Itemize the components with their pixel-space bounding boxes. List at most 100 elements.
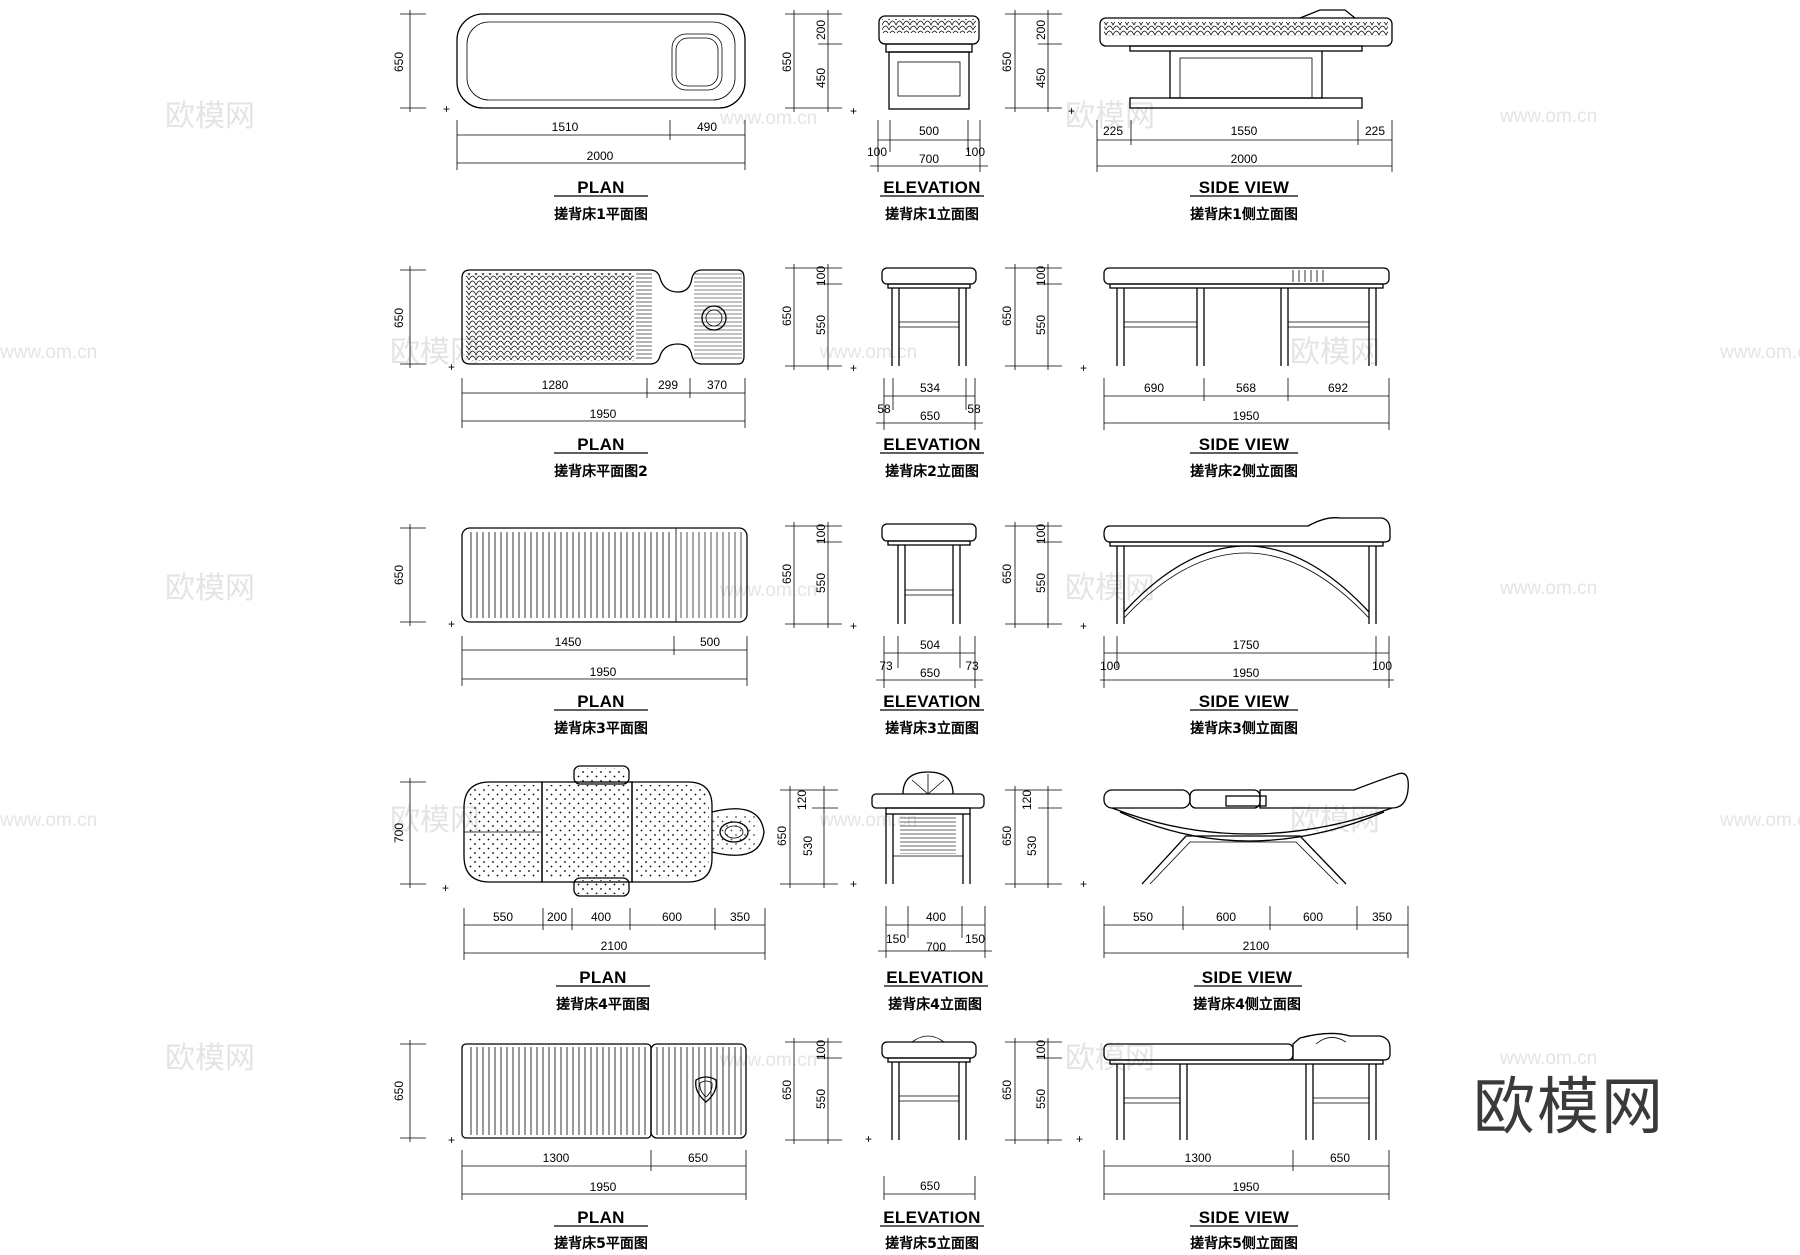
elevation-2-side: 58 — [967, 402, 981, 416]
elevation-5-subtitle: 搓背床5立面图 — [885, 1235, 979, 1252]
elevation-1-h: 450 — [814, 68, 828, 88]
row-5: 650 + 1300 650 1950 PLAN 搓背床5平面图 650 10 — [392, 1032, 1391, 1252]
side-5-title: SIDE VIEW — [1199, 1208, 1290, 1227]
row-4: 700 + 550 200 400 600 350 2100 PLAN 搓背床4… — [392, 765, 1409, 1013]
side-3-subtitle: 搓背床3侧立面图 — [1190, 720, 1298, 737]
watermark-url: www.om.cn — [0, 810, 97, 831]
side-1-part: 225 — [1365, 124, 1385, 138]
elevation-2-side: 58 — [877, 402, 891, 416]
plan-1-width: 650 — [392, 52, 406, 72]
elevation-3-h: 550 — [814, 573, 828, 593]
elevation-2-h: 100 — [814, 266, 828, 286]
side-3-h: 550 — [1034, 573, 1048, 593]
elevation-3-total-h: 650 — [780, 564, 794, 584]
side-5-part: 650 — [1330, 1151, 1350, 1165]
plan-1-title: PLAN — [577, 178, 624, 197]
side-5-total: 1950 — [1233, 1180, 1260, 1194]
brand-logo-text: 欧模网 — [1473, 1070, 1665, 1143]
plan-5-subtitle: 搓背床5平面图 — [554, 1235, 648, 1252]
plan-4-dim-part: 550 — [493, 910, 513, 924]
svg-text:+: + — [448, 360, 455, 374]
plan-5-drawing — [461, 1043, 747, 1139]
side-2-total-h: 650 — [1000, 306, 1014, 326]
side-view-2-drawing — [1103, 267, 1390, 366]
plan-4-dim-total: 2100 — [601, 939, 628, 953]
plan-2-dim-part: 1280 — [542, 378, 569, 392]
plan-2-width: 650 — [392, 308, 406, 328]
plan-3-dim-part: 1450 — [555, 635, 582, 649]
elevation-4-inner: 400 — [926, 910, 946, 924]
side-3-h: 100 — [1034, 524, 1048, 544]
side-2-total: 1950 — [1233, 409, 1260, 423]
row-3: 650 + 1450 500 1950 PLAN 搓背床3平面图 650 100… — [392, 517, 1394, 737]
plan-5-width: 650 — [392, 1081, 406, 1101]
side-1-title: SIDE VIEW — [1199, 178, 1290, 197]
elevation-4-drawing — [871, 771, 985, 884]
elevation-1-inner: 500 — [919, 124, 939, 138]
elevation-2-h: 550 — [814, 315, 828, 335]
elevation-1-total-h: 650 — [780, 52, 794, 72]
watermark-url: www.om.cn — [819, 342, 917, 363]
watermark-url: www.om.cn — [1719, 810, 1800, 831]
side-5-h: 100 — [1034, 1040, 1048, 1060]
elevation-5-total-h: 650 — [780, 1080, 794, 1100]
plan-1-subtitle: 搓背床1平面图 — [554, 206, 648, 223]
svg-text:+: + — [442, 881, 449, 895]
elevation-5-title: ELEVATION — [883, 1208, 980, 1227]
elevation-3-h: 100 — [814, 524, 828, 544]
elevation-1-title: ELEVATION — [883, 178, 980, 197]
elevation-2-title: ELEVATION — [883, 435, 980, 454]
svg-text:+: + — [850, 877, 857, 891]
elevation-3-inner: 504 — [920, 638, 940, 652]
svg-text:+: + — [850, 361, 857, 375]
elevation-5-inner: 650 — [920, 1179, 940, 1193]
elevation-4-total: 700 — [926, 940, 946, 954]
side-4-subtitle: 搓背床4侧立面图 — [1193, 996, 1301, 1013]
svg-text:+: + — [1068, 104, 1075, 118]
side-4-h: 530 — [1025, 836, 1039, 856]
side-4-part: 550 — [1133, 910, 1153, 924]
plan-1-dim-total: 2000 — [587, 149, 614, 163]
side-3-side: 100 — [1372, 659, 1392, 673]
plan-2-dim-total: 1950 — [590, 407, 617, 421]
plan-1-drawing — [456, 13, 746, 109]
watermark-url: www.om.cn — [1719, 342, 1800, 363]
side-2-title: SIDE VIEW — [1199, 435, 1290, 454]
elevation-1-h: 200 — [814, 20, 828, 40]
elevation-4-title: ELEVATION — [886, 968, 983, 987]
side-1-h: 200 — [1034, 20, 1048, 40]
elevation-3-title: ELEVATION — [883, 692, 980, 711]
side-5-total-h: 650 — [1000, 1080, 1014, 1100]
elevation-3-subtitle: 搓背床3立面图 — [885, 720, 979, 737]
watermark-text: 欧模网 — [1290, 803, 1380, 838]
elevation-5-h: 550 — [814, 1089, 828, 1109]
watermark-url: www.om.cn — [1499, 1048, 1597, 1069]
side-3-part: 1750 — [1233, 638, 1260, 652]
elevation-1-total: 700 — [919, 152, 939, 166]
svg-text:+: + — [448, 1133, 455, 1147]
svg-text:+: + — [865, 1132, 872, 1146]
side-view-5-drawing — [1103, 1032, 1391, 1140]
side-1-total-h: 650 — [1000, 52, 1014, 72]
plan-5-dim-part: 650 — [688, 1151, 708, 1165]
side-2-h: 550 — [1034, 315, 1048, 335]
elevation-1-side: 100 — [965, 145, 985, 159]
watermark-text: 欧模网 — [1065, 1041, 1155, 1076]
elevation-4-side: 150 — [965, 932, 985, 946]
side-4-part: 600 — [1216, 910, 1236, 924]
elevation-1-drawing — [878, 15, 980, 110]
elevation-2-total-h: 650 — [780, 306, 794, 326]
plan-4-width: 700 — [392, 823, 406, 843]
watermark-url: www.om.cn — [1499, 578, 1597, 599]
side-1-h: 450 — [1034, 68, 1048, 88]
plan-2-subtitle: 搓背床平面图2 — [554, 463, 648, 480]
watermark-url: www.om.cn — [1499, 106, 1597, 127]
plan-4-title: PLAN — [579, 968, 626, 987]
elevation-4-h: 120 — [795, 790, 809, 810]
plan-4-drawing — [463, 765, 765, 897]
plan-1-dim-part: 1510 — [552, 120, 579, 134]
elevation-4-total-h: 650 — [775, 826, 789, 846]
watermark-text: 欧模网 — [165, 99, 255, 134]
side-3-total: 1950 — [1233, 666, 1260, 680]
